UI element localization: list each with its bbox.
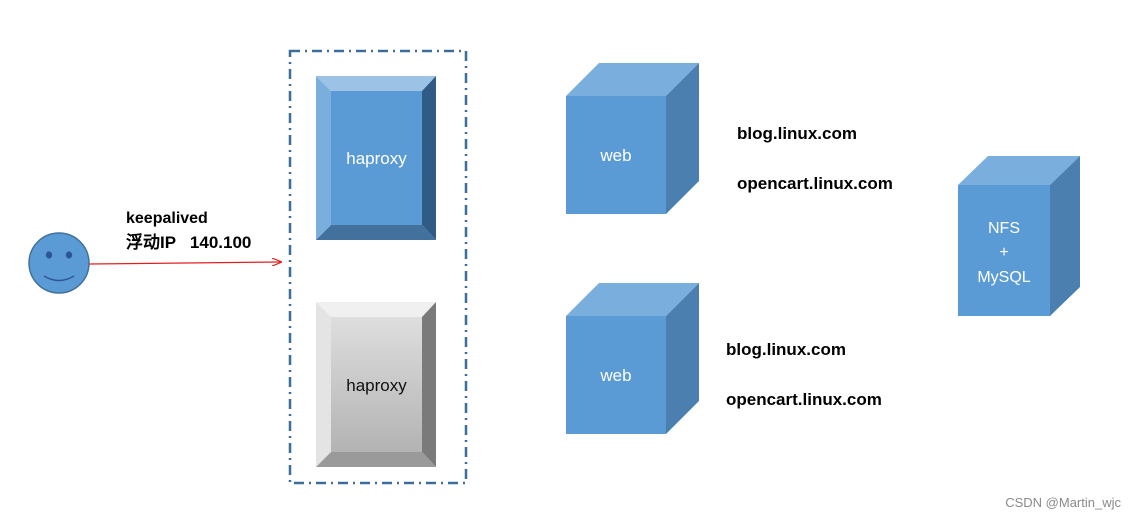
web-2-domain-opencart: opencart.linux.com	[726, 390, 882, 409]
storage-cube: NFS + MySQL	[958, 156, 1080, 316]
web-2-domain-blog: blog.linux.com	[726, 340, 846, 359]
client-smiley-icon	[28, 232, 90, 294]
web-server-cube-1: web	[566, 63, 699, 214]
storage-label-mysql: MySQL	[977, 269, 1030, 286]
web-1-domain-blog: blog.linux.com	[737, 124, 857, 143]
keepalived-label: keepalived	[126, 210, 208, 227]
haproxy-primary-box: haproxy	[316, 76, 436, 240]
csdn-watermark: CSDN @Martin_wjc	[1005, 495, 1121, 510]
connection-arrow	[88, 262, 281, 264]
storage-label-nfs: NFS	[988, 220, 1020, 237]
haproxy-group-border	[288, 49, 468, 485]
haproxy-backup-box: haproxy	[316, 302, 436, 467]
storage-label-plus: +	[999, 244, 1008, 261]
floating-ip-label: 浮动IP 140.100	[126, 232, 251, 252]
web-server-cube-2: web	[566, 283, 699, 434]
haproxy-primary-label: haproxy	[346, 149, 407, 168]
web-server-2-label: web	[599, 366, 631, 385]
haproxy-backup-label: haproxy	[346, 376, 407, 395]
web-server-1-label: web	[599, 146, 631, 165]
web-1-domain-opencart: opencart.linux.com	[737, 174, 893, 193]
